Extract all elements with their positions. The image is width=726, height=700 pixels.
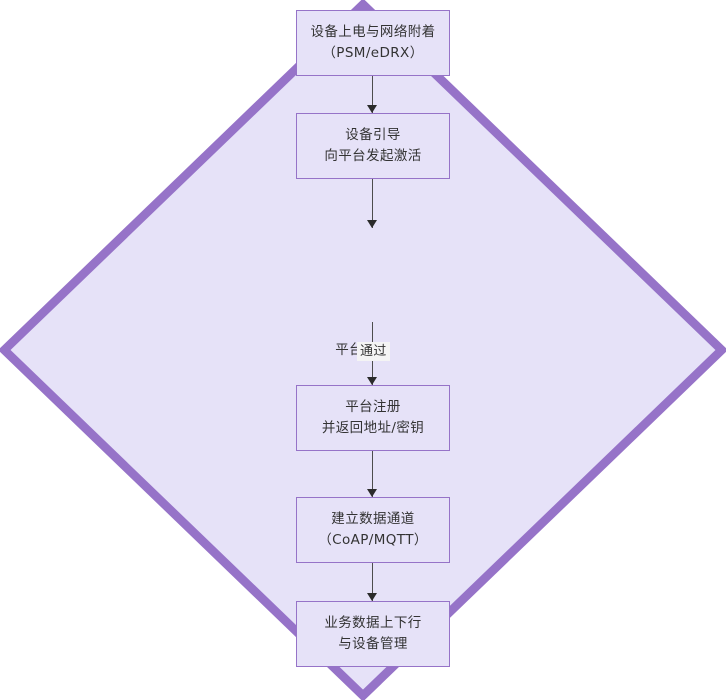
node-data-channel-line-1: 建立数据通道 xyxy=(331,511,415,527)
node-platform-register[interactable]: 平台注册 并返回地址/密钥 xyxy=(296,385,450,451)
node-power-on[interactable]: 设备上电与网络附着 （PSM/eDRX） xyxy=(296,10,450,76)
connector-power-on-to-bootstrap xyxy=(372,76,373,113)
arrowhead-platform-auth xyxy=(367,220,377,228)
node-business-data[interactable]: 业务数据上下行 与设备管理 xyxy=(296,601,450,667)
connector-bootstrap-to-platform-auth xyxy=(372,179,373,228)
arrowhead-bootstrap xyxy=(367,105,377,113)
edge-label-pass: 通过 xyxy=(357,342,390,361)
node-platform-register-line-1: 平台注册 xyxy=(345,399,401,415)
node-data-channel-line-2: （CoAP/MQTT） xyxy=(318,532,428,548)
connector-data-channel-to-business-data xyxy=(372,563,373,601)
node-bootstrap-line-2: 向平台发起激活 xyxy=(324,148,422,164)
node-business-data-line-1: 业务数据上下行 xyxy=(324,615,422,631)
node-bootstrap-line-1: 设备引导 xyxy=(345,127,401,143)
arrowhead-data-channel xyxy=(367,489,377,497)
connector-platform-register-to-data-channel xyxy=(372,449,373,497)
arrowhead-platform-register xyxy=(367,377,377,385)
node-platform-register-line-2: 并返回地址/密钥 xyxy=(321,420,425,436)
node-power-on-line-2: （PSM/eDRX） xyxy=(322,45,424,61)
node-data-channel[interactable]: 建立数据通道 （CoAP/MQTT） xyxy=(296,497,450,563)
arrowhead-business-data xyxy=(367,593,377,601)
node-bootstrap[interactable]: 设备引导 向平台发起激活 xyxy=(296,113,450,179)
node-business-data-line-2: 与设备管理 xyxy=(338,636,408,652)
node-power-on-line-1: 设备上电与网络附着 xyxy=(310,24,436,40)
